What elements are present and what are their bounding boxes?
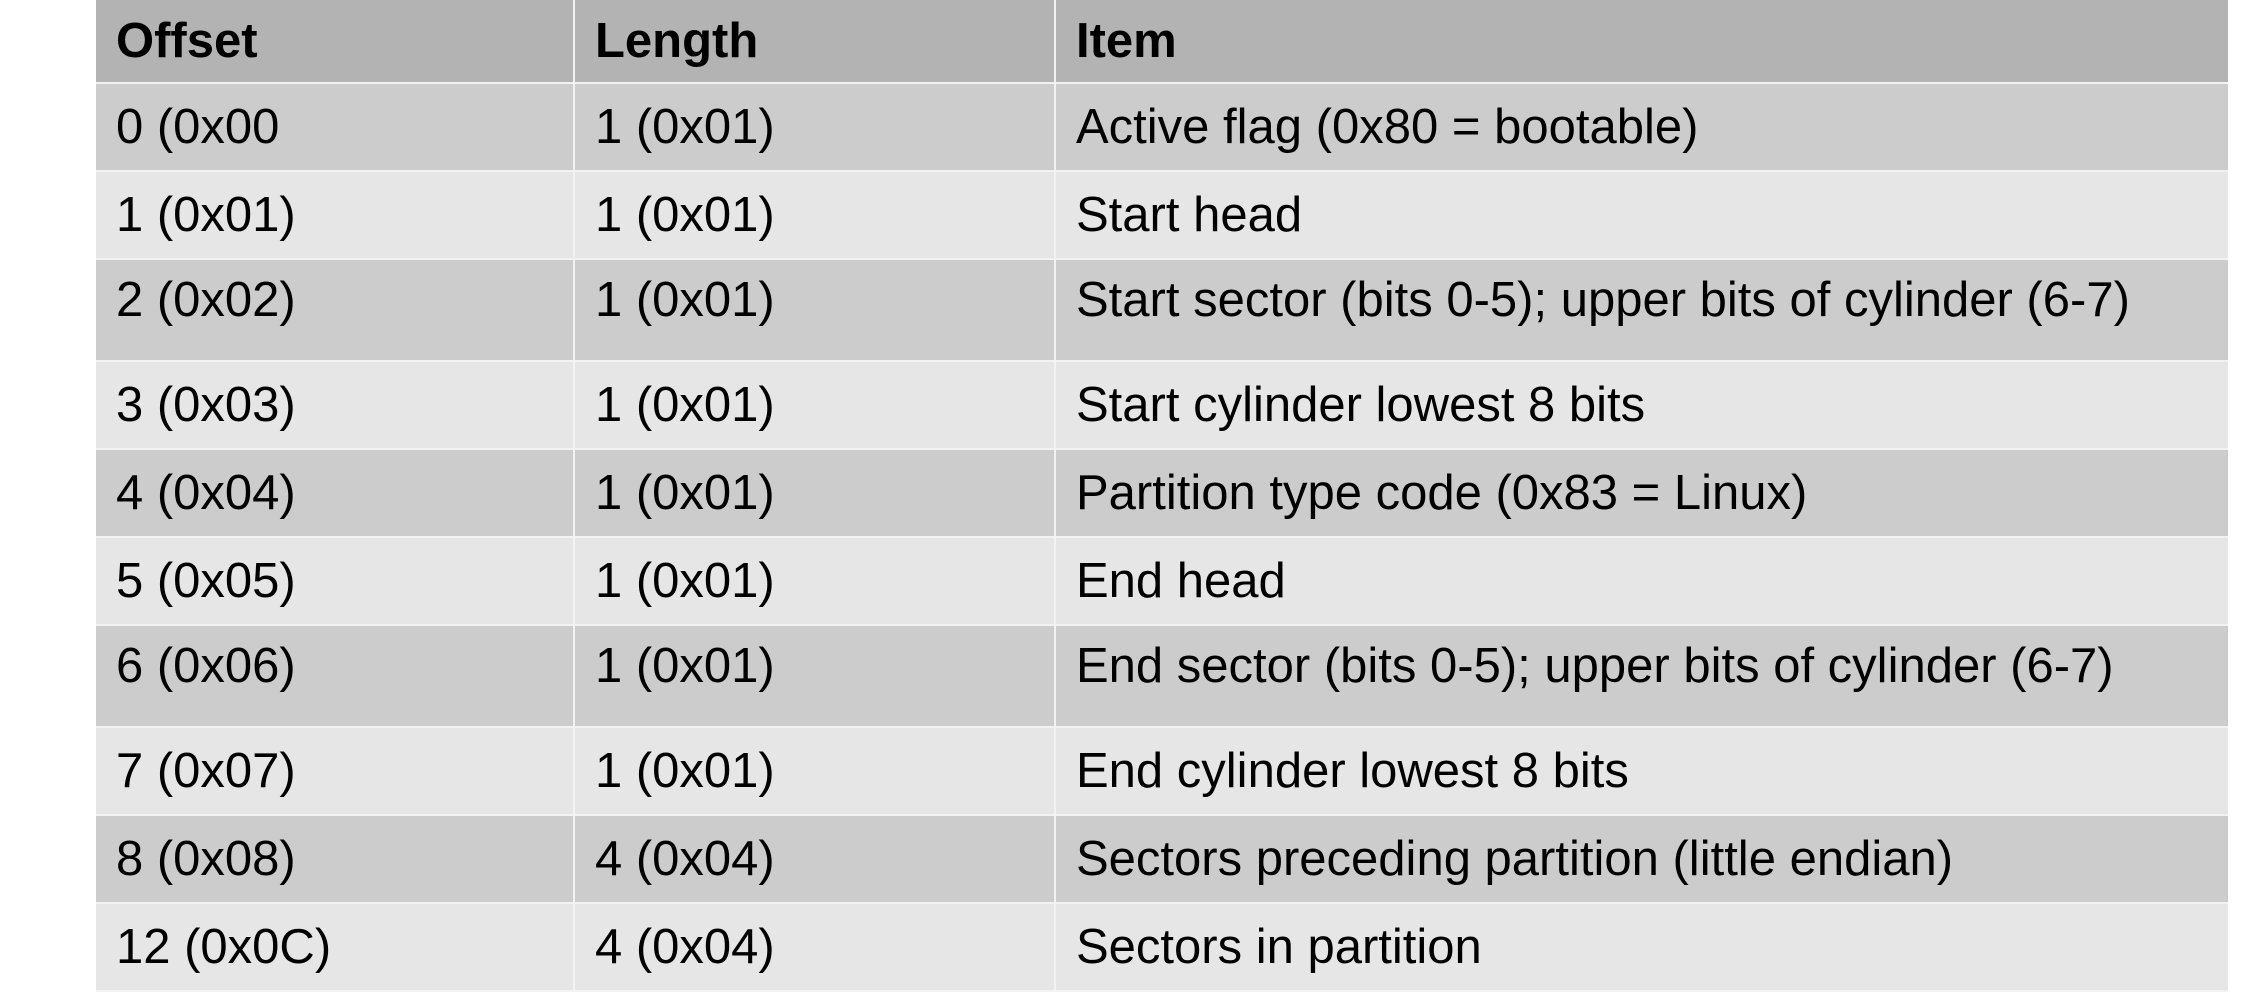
table-row: 7 (0x07) 1 (0x01) End cylinder lowest 8 …	[96, 727, 2228, 816]
offset-cell: 5 (0x05)	[96, 537, 574, 626]
offset-cell: 4 (0x04)	[96, 449, 574, 538]
item-cell: End sector (bits 0-5); upper bits of cyl…	[1054, 625, 2228, 728]
length-cell: 1 (0x01)	[573, 449, 1055, 538]
partition-entry-table: Offset Length Item 0 (0x00 1 (0x01) Acti…	[96, 0, 2228, 992]
item-cell: Partition type code (0x83 = Linux)	[1054, 449, 2228, 538]
length-cell: 1 (0x01)	[573, 537, 1055, 626]
table-row: 4 (0x04) 1 (0x01) Partition type code (0…	[96, 449, 2228, 538]
table-body: 0 (0x00 1 (0x01) Active flag (0x80 = boo…	[96, 83, 2228, 992]
item-cell: End cylinder lowest 8 bits	[1054, 727, 2228, 816]
length-cell: 1 (0x01)	[573, 259, 1055, 362]
length-cell: 1 (0x01)	[573, 625, 1055, 728]
header-offset: Offset	[96, 0, 574, 84]
length-cell: 1 (0x01)	[573, 727, 1055, 816]
table-row: 1 (0x01) 1 (0x01) Start head	[96, 171, 2228, 260]
header-row: Offset Length Item	[96, 0, 2228, 84]
length-cell: 1 (0x01)	[573, 361, 1055, 450]
table-header: Offset Length Item	[96, 0, 2228, 84]
item-cell: Start sector (bits 0-5); upper bits of c…	[1054, 259, 2228, 362]
table-row: 0 (0x00 1 (0x01) Active flag (0x80 = boo…	[96, 83, 2228, 172]
length-cell: 4 (0x04)	[573, 815, 1055, 904]
header-length: Length	[573, 0, 1055, 84]
offset-cell: 6 (0x06)	[96, 625, 574, 728]
offset-cell: 2 (0x02)	[96, 259, 574, 362]
table-row: 6 (0x06) 1 (0x01) End sector (bits 0-5);…	[96, 625, 2228, 728]
table-row: 12 (0x0C) 4 (0x04) Sectors in partition	[96, 903, 2228, 992]
offset-cell: 0 (0x00	[96, 83, 574, 172]
item-cell: Active flag (0x80 = bootable)	[1054, 83, 2228, 172]
length-cell: 1 (0x01)	[573, 171, 1055, 260]
item-cell: Start head	[1054, 171, 2228, 260]
offset-cell: 8 (0x08)	[96, 815, 574, 904]
offset-cell: 3 (0x03)	[96, 361, 574, 450]
length-cell: 1 (0x01)	[573, 83, 1055, 172]
item-cell: Sectors preceding partition (little endi…	[1054, 815, 2228, 904]
offset-cell: 1 (0x01)	[96, 171, 574, 260]
item-cell: Start cylinder lowest 8 bits	[1054, 361, 2228, 450]
table-row: 5 (0x05) 1 (0x01) End head	[96, 537, 2228, 626]
item-cell: Sectors in partition	[1054, 903, 2228, 992]
length-cell: 4 (0x04)	[573, 903, 1055, 992]
item-cell: End head	[1054, 537, 2228, 626]
table-row: 8 (0x08) 4 (0x04) Sectors preceding part…	[96, 815, 2228, 904]
header-item: Item	[1054, 0, 2228, 84]
offset-cell: 7 (0x07)	[96, 727, 574, 816]
offset-cell: 12 (0x0C)	[96, 903, 574, 992]
table-row: 3 (0x03) 1 (0x01) Start cylinder lowest …	[96, 361, 2228, 450]
table-row: 2 (0x02) 1 (0x01) Start sector (bits 0-5…	[96, 259, 2228, 362]
